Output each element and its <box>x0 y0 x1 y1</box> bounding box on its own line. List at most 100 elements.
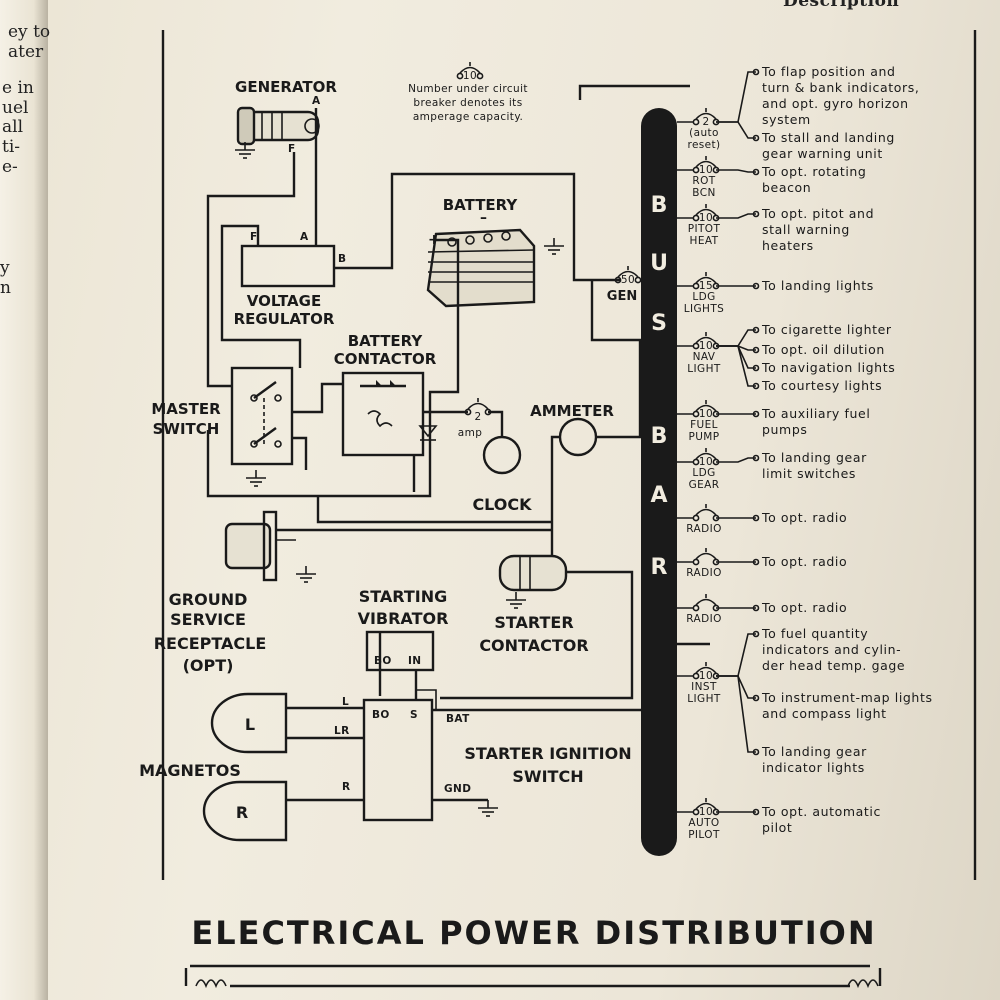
breaker-feed <box>716 329 756 347</box>
ammeter: AMMETER <box>530 402 614 457</box>
breaker-name: PILOT <box>688 829 720 841</box>
bus-letter-a: A <box>650 483 667 508</box>
svg-text:MAGNETOS: MAGNETOS <box>139 761 241 780</box>
svg-text:GND: GND <box>444 783 471 795</box>
breaker-name: PUMP <box>688 431 719 443</box>
breaker-name: (auto <box>689 127 719 139</box>
breaker-symbol <box>692 593 720 612</box>
breaker-symbol <box>692 547 720 566</box>
feed-terminal <box>752 410 760 418</box>
breaker-feed <box>716 675 756 753</box>
feed-terminal <box>752 630 760 638</box>
breaker-amp: 10 <box>699 806 713 818</box>
breaker-target-text: To opt. radio <box>761 510 847 525</box>
feed-terminal <box>752 68 760 76</box>
svg-text:R: R <box>342 781 351 793</box>
battery: BATTERY + – <box>426 196 565 308</box>
feed-terminal <box>752 748 760 756</box>
svg-text:10: 10 <box>463 70 477 82</box>
breaker-target-text: To opt. radio <box>761 554 847 569</box>
breaker-amp: 2 <box>702 116 709 128</box>
breaker-name: FUEL <box>690 419 718 431</box>
svg-text:amp: amp <box>458 427 483 439</box>
breaker-feed <box>716 71 756 123</box>
breaker-name: ROT <box>692 175 715 187</box>
svg-text:MASTER: MASTER <box>151 400 221 418</box>
breaker-feed <box>716 213 756 219</box>
breaker-name: AUTO <box>688 817 719 829</box>
svg-text:BATTERY: BATTERY <box>443 196 519 214</box>
svg-text:breaker denotes its: breaker denotes its <box>413 97 522 109</box>
breaker-target-text: To flap position and <box>761 64 896 79</box>
breaker-feed <box>716 121 756 139</box>
diagram-frame <box>161 30 977 880</box>
breaker-name: LIGHT <box>687 363 721 375</box>
svg-text:L: L <box>342 696 349 708</box>
svg-text:REGULATOR: REGULATOR <box>234 310 335 328</box>
feed-terminal <box>752 346 760 354</box>
svg-text:LR: LR <box>334 725 350 737</box>
svg-text:CLOCK: CLOCK <box>472 495 532 514</box>
facing-page-edge <box>0 0 48 1000</box>
breaker-feed <box>716 345 756 387</box>
breaker-name: LDG <box>692 291 715 303</box>
breaker-amp: 10 <box>699 456 713 468</box>
breaker-target-text: and opt. gyro horizon <box>762 96 909 111</box>
feed-terminal <box>752 604 760 612</box>
svg-text:CONTACTOR: CONTACTOR <box>479 636 588 655</box>
breaker-target-text: To landing gear <box>761 450 867 465</box>
svg-text:GEN: GEN <box>607 289 637 304</box>
bus-letter-r: R <box>651 555 668 580</box>
feed-terminal <box>752 694 760 702</box>
svg-text:Number under circuit: Number under circuit <box>408 83 528 95</box>
breaker-target-text: system <box>762 112 811 127</box>
clock: 2 amp CLOCK <box>458 397 532 514</box>
breaker-name: LIGHTS <box>684 303 724 315</box>
feed-terminal <box>752 454 760 462</box>
starter-contactor: STARTER CONTACTOR <box>479 554 589 655</box>
svg-text:VIBRATOR: VIBRATOR <box>358 609 449 628</box>
feed-terminal <box>752 134 760 142</box>
starting-vibrator: STARTING VIBRATOR BO IN <box>358 587 449 672</box>
svg-text:CONTACTOR: CONTACTOR <box>334 350 437 368</box>
left-page-text-5: all <box>2 117 24 137</box>
feed-terminal <box>752 364 760 372</box>
bus-letter-u: U <box>650 251 668 276</box>
breaker-target-text: heaters <box>762 238 814 253</box>
bus-letter-b1: B <box>651 193 668 218</box>
breaker-feed <box>716 457 756 463</box>
svg-text:L: L <box>245 715 255 734</box>
svg-text:GENERATOR: GENERATOR <box>235 78 337 96</box>
breaker-target-text: indicator lights <box>762 760 865 775</box>
svg-text:amperage capacity.: amperage capacity. <box>413 111 523 123</box>
breaker-name: LDG <box>692 467 715 479</box>
svg-text:BAT: BAT <box>446 713 470 725</box>
breaker-target-text: stall warning <box>762 222 850 237</box>
svg-text:+: + <box>428 232 440 248</box>
breaker-target-text: gear warning unit <box>762 146 883 161</box>
svg-text:SWITCH: SWITCH <box>512 767 583 786</box>
battery-contactor: BATTERY CONTACTOR <box>334 332 438 457</box>
svg-text:S: S <box>410 709 418 721</box>
breaker-name: RADIO <box>686 567 722 579</box>
magnetos: L R MAGNETOS <box>139 692 288 842</box>
left-page-text-6: ti- <box>2 137 21 157</box>
breaker-target-text: To fuel quantity <box>761 626 868 641</box>
breaker-name: reset) <box>687 139 720 151</box>
svg-text:BATTERY: BATTERY <box>348 332 424 350</box>
breaker-target-text: pilot <box>762 820 792 835</box>
breaker-target-text: To auxiliary fuel <box>761 406 870 421</box>
breaker-amp: 10 <box>699 408 713 420</box>
breaker-target-text: To instrument-map lights <box>761 690 933 705</box>
breaker-name: PITOT <box>688 223 721 235</box>
svg-text:SERVICE: SERVICE <box>170 610 246 629</box>
svg-text:F: F <box>250 231 258 243</box>
